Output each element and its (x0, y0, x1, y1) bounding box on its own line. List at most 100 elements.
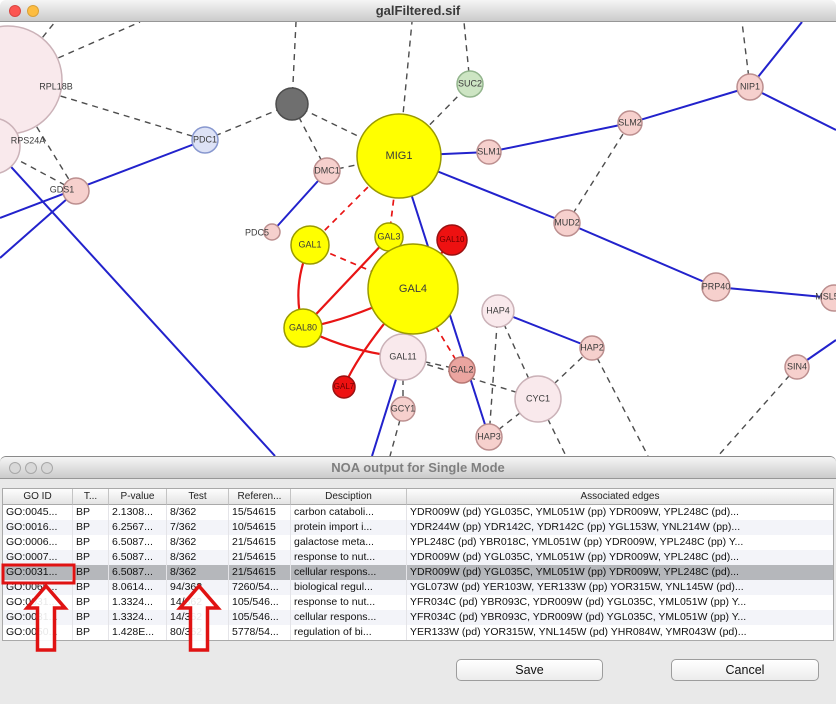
cell-associated-edges: YPL248C (pd) YBR018C, YML051W (pp) YDR00… (410, 536, 744, 548)
cell-type: BP (73, 580, 109, 595)
cell-reference: 105/546... (229, 595, 291, 610)
graph-node-MUD2[interactable] (553, 209, 581, 237)
cell-p-value: 6.2567... (109, 520, 167, 535)
column-header-type[interactable]: T... (73, 489, 109, 505)
column-header-p-value[interactable]: P-value (109, 489, 167, 505)
graph-node-GAL7[interactable] (332, 375, 356, 399)
cell-p-value: 6.5087... (109, 550, 167, 565)
graph-edge[interactable] (566, 222, 717, 288)
cell-go-id: GO:0031... (3, 610, 73, 625)
graph-node-GAL11[interactable] (379, 333, 427, 381)
minimize-button[interactable] (27, 5, 39, 17)
graph-node-HAP2[interactable] (579, 335, 605, 361)
graph-edge[interactable] (591, 347, 649, 456)
cell-p-value: 1.428E... (109, 625, 167, 640)
graph-node-PRP40[interactable] (701, 272, 731, 302)
graph-node-SLM2[interactable] (617, 110, 643, 136)
column-header-reference[interactable]: Referen... (229, 489, 291, 505)
cell-p-value: 8.0614... (109, 580, 167, 595)
graph-edge[interactable] (0, 139, 206, 219)
inactive-close-button[interactable] (9, 462, 21, 474)
graph-node-DMC1[interactable] (313, 157, 341, 185)
graph-node-SIN4[interactable] (784, 354, 810, 380)
graph-node-NIP1[interactable] (736, 73, 764, 101)
graph-edge[interactable] (488, 310, 499, 438)
graph-node-PDC1[interactable] (191, 126, 219, 154)
noa-window-titlebar: NOA output for Single Mode (0, 457, 836, 479)
graph-node-HAP3[interactable] (475, 423, 503, 451)
graph-node-GAL10[interactable] (436, 224, 468, 256)
noa-window-title: NOA output for Single Mode (331, 460, 505, 475)
cell-associated-edges: YFR034C (pd) YBR093C, YDR009W (pd) YGL03… (410, 611, 747, 623)
save-button[interactable]: Save (456, 659, 603, 681)
cell-p-value: 6.5087... (109, 535, 167, 550)
graph-edge[interactable] (488, 122, 631, 153)
cell-test: 7/362 (167, 520, 229, 535)
graph-edge[interactable] (497, 310, 593, 349)
graph-edge[interactable] (0, 146, 276, 456)
cell-type: BP (73, 610, 109, 625)
graph-node-MIG1[interactable] (356, 113, 442, 199)
cell-go-id: GO:0050... (3, 625, 73, 640)
graph-edge[interactable] (302, 236, 390, 329)
cell-description: response to nut... (291, 550, 407, 565)
graph-node-GCY1[interactable] (390, 396, 416, 422)
graph-node-GDS1[interactable] (62, 177, 90, 205)
graph-node-GAL80[interactable] (283, 308, 323, 348)
cell-go-id: GO:0006... (3, 535, 73, 550)
graph-edge[interactable] (749, 86, 836, 131)
cell-type: BP (73, 565, 109, 580)
graph-edge[interactable] (715, 286, 835, 299)
graph-node-RPL18B[interactable] (0, 25, 63, 135)
graph-edge[interactable] (749, 22, 803, 88)
cancel-button[interactable]: Cancel (671, 659, 819, 681)
graph-edge[interactable] (389, 408, 404, 456)
cell-reference: 7260/54... (229, 580, 291, 595)
graph-node-PDC5[interactable] (263, 223, 281, 241)
graph-node-SUC2[interactable] (456, 70, 484, 98)
network-graph: RPL18BRPS24AGDS1PDC1PDC5DMC1MIG1SUC2SLM1… (0, 22, 836, 456)
graph-node-SLM1[interactable] (476, 139, 502, 165)
graph-node-HAP4[interactable] (481, 294, 515, 328)
graph-node-gray1[interactable] (275, 87, 309, 121)
cell-associated-edges: YER133W (pd) YOR315W, YNL145W (pd) YHR08… (410, 626, 747, 638)
cell-associated-edges: YDR009W (pd) YGL035C, YML051W (pp) YDR00… (410, 506, 739, 518)
inactive-zoom-button[interactable] (41, 462, 53, 474)
graph-node-RPS24A[interactable] (0, 118, 21, 174)
cell-description: protein import i... (291, 520, 407, 535)
column-header-associated-edges[interactable]: Associated edges (407, 489, 833, 505)
graph-node-MSL5[interactable] (820, 284, 836, 312)
graph-node-GAL1[interactable] (290, 225, 330, 265)
graph-edge[interactable] (0, 190, 77, 259)
graph-node-GAL2[interactable] (448, 356, 476, 384)
graph-node-GAL4[interactable] (367, 243, 459, 335)
column-header-description[interactable]: Desciption (291, 489, 407, 505)
column-header-go-id[interactable]: GO ID (3, 489, 73, 505)
cell-reference: 105/546... (229, 610, 291, 625)
cell-go-id: GO:0007... (3, 550, 73, 565)
graph-edge[interactable] (717, 366, 798, 456)
graph-node-CYC1[interactable] (514, 375, 562, 423)
column-header-test[interactable]: Test (167, 489, 229, 505)
cell-reference: 21/54615 (229, 535, 291, 550)
graph-edge[interactable] (309, 155, 400, 246)
cell-description: cellular respons... (291, 565, 407, 580)
inactive-minimize-button[interactable] (25, 462, 37, 474)
graph-edge[interactable] (566, 122, 631, 224)
close-button[interactable] (9, 5, 21, 17)
graph-edge[interactable] (629, 86, 751, 124)
cell-associated-edges: YDR009W (pd) YGL035C, YML051W (pp) YDR00… (410, 551, 739, 563)
